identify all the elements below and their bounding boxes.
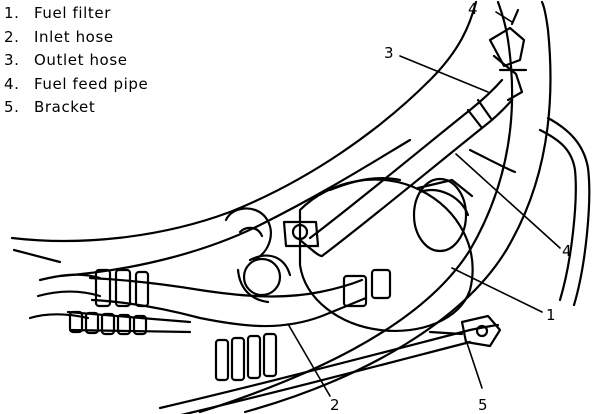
legend-item-fuel-feed-pipe: 4. Fuel feed pipe [4,73,148,97]
callout-leaders [287,11,561,397]
bracket [428,314,502,348]
legend-item-fuel-filter: 1. Fuel filter [4,2,148,26]
leader-4-top [495,11,513,23]
legend-item-outlet-hose: 3. Outlet hose [4,49,148,73]
fuel-filter [298,177,474,332]
legend-label: Bracket [34,98,96,116]
callout-4-right: 4 [562,242,572,260]
upper-loop-connector [224,207,320,262]
leader-4-right [455,153,561,249]
legend-label: Inlet hose [34,27,114,46]
outlet-hose [298,78,514,258]
upper-connector [488,8,528,102]
legend-label: Fuel feed pipe [34,74,149,93]
legend-number: 2. [4,27,20,46]
callout-2: 2 [330,396,340,414]
fuel-feed-pipe [158,323,500,414]
callout-1: 1 [546,306,556,324]
leader-1 [451,267,543,313]
callout-4-top: 4 [468,0,478,18]
legend-item-inlet-hose: 2. Inlet hose [4,26,148,50]
callout-5: 5 [478,396,488,414]
leader-5 [465,339,483,389]
hose-clamps [94,268,392,308]
legend-number: 3. [4,51,20,69]
corrugated-sleeve [214,332,278,382]
callout-3: 3 [384,44,394,62]
threaded-pipe-end [66,310,192,336]
callout-labels: 4 3 4 1 2 5 [330,0,572,414]
legend-label: Fuel filter [34,4,111,22]
parts-legend: 1. Fuel filter 2. Inlet hose 3. Outlet h… [4,2,148,120]
legend-label: Outlet hose [34,51,128,69]
legend-number: 5. [4,98,20,116]
lower-frame-rails [12,248,102,320]
legend-item-bracket: 5. Bracket [4,96,148,120]
legend-number: 1. [4,4,20,22]
leader-2 [287,323,331,397]
legend-number: 4. [4,74,20,93]
leader-3 [399,55,489,93]
